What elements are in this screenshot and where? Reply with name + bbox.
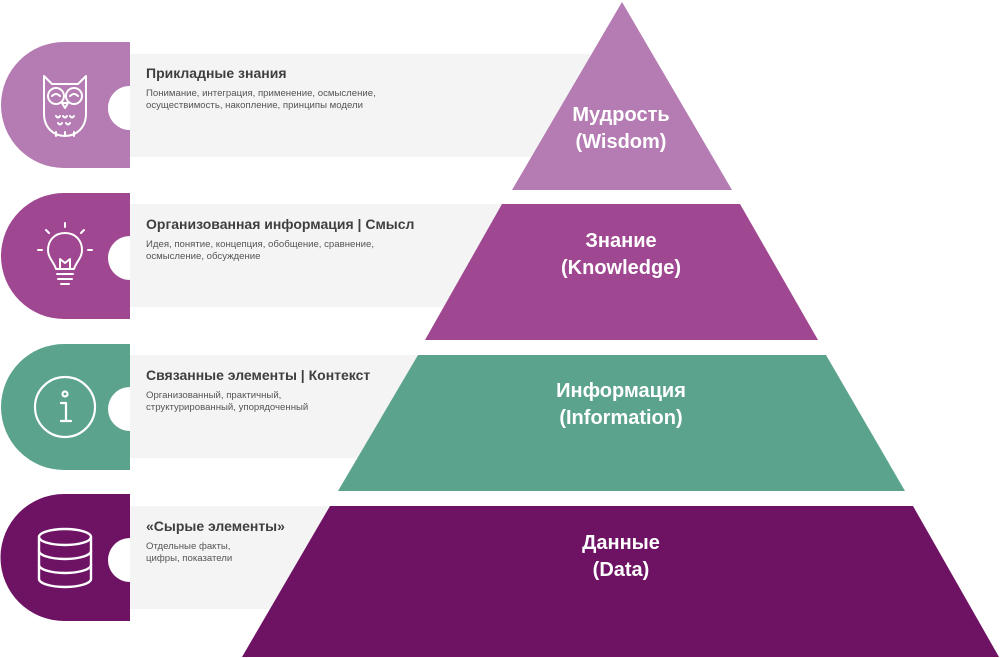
panel-text-knowledge: Организованная информация | Смысл Идея, … (146, 216, 416, 263)
level-description-line: осмысление, обсуждение (146, 251, 261, 262)
tab-wisdom-notch (108, 86, 130, 130)
level-knowledge-shapes (1, 193, 818, 340)
pyramid-label-line: Данные (582, 532, 660, 554)
pyramid-label-line: (Knowledge) (561, 257, 681, 279)
tab-wisdom (1, 42, 130, 168)
level-wisdom-shapes (1, 2, 732, 190)
panel-text-wisdom: Прикладные знания Понимание, интеграция,… (146, 65, 416, 112)
level-description-line: структурированный, упорядоченный (146, 402, 309, 413)
pyramid-tier-information (338, 355, 905, 491)
level-description-line: цифры, показатели (146, 553, 233, 564)
level-description: Организованный, практичный, структуриров… (146, 390, 416, 414)
level-description: Отдельные факты, цифры, показатели (146, 541, 416, 565)
pyramid-tier-wisdom (512, 2, 732, 190)
pyramid-tier-knowledge (425, 204, 818, 340)
level-information-shapes (1, 344, 905, 491)
lightbulb-icon (37, 222, 93, 285)
database-icon (37, 527, 93, 589)
pyramid-tier-data (242, 506, 999, 657)
level-data-shapes (0, 494, 999, 657)
pyramid-label-line: (Data) (592, 559, 650, 581)
pyramid-label-knowledge: Знание (Knowledge) (501, 228, 741, 282)
tab-data (0, 494, 130, 621)
info-icon (33, 375, 97, 439)
icon-slot-information (30, 372, 100, 442)
level-description-line: Организованный, практичный, (146, 390, 282, 401)
level-title: Связанные элементы | Контекст (146, 367, 371, 383)
panel-knowledge (130, 204, 510, 307)
panel-wisdom (130, 54, 590, 157)
level-description-line: Понимание, интеграция, применение, осмыс… (146, 88, 376, 99)
level-description: Понимание, интеграция, применение, осмыс… (146, 88, 416, 112)
level-description-line: осуществимость, накопление, принципы мод… (146, 100, 363, 111)
level-description-line: Отдельные факты, (146, 541, 231, 552)
level-title: Прикладные знания (146, 65, 287, 81)
pyramid-label-line: Знание (585, 230, 657, 252)
icon-slot-data (30, 523, 100, 593)
level-title: «Сырые элементы» (146, 518, 285, 534)
pyramid-label-data: Данные (Data) (501, 530, 741, 584)
panel-text-information: Связанные элементы | Контекст Организова… (146, 367, 416, 414)
icon-slot-wisdom (30, 70, 100, 140)
level-title: Организованная информация | Смысл (146, 216, 415, 232)
panel-text-data: «Сырые элементы» Отдельные факты, цифры,… (146, 518, 416, 565)
level-description: Идея, понятие, концепция, обобщение, сра… (146, 239, 416, 263)
owl-icon (43, 75, 87, 137)
pyramid-label-line: Информация (556, 380, 686, 402)
level-description-line: Идея, понятие, концепция, обобщение, сра… (146, 239, 374, 250)
pyramid-label-line: Мудрость (572, 104, 670, 126)
pyramid-label-line: (Information) (559, 407, 683, 429)
tab-knowledge (1, 193, 130, 319)
pyramid-label-wisdom: Мудрость (Wisdom) (501, 102, 741, 156)
pyramid-label-information: Информация (Information) (501, 378, 741, 432)
icon-slot-knowledge (30, 221, 100, 291)
pyramid-label-line: (Wisdom) (575, 131, 667, 153)
